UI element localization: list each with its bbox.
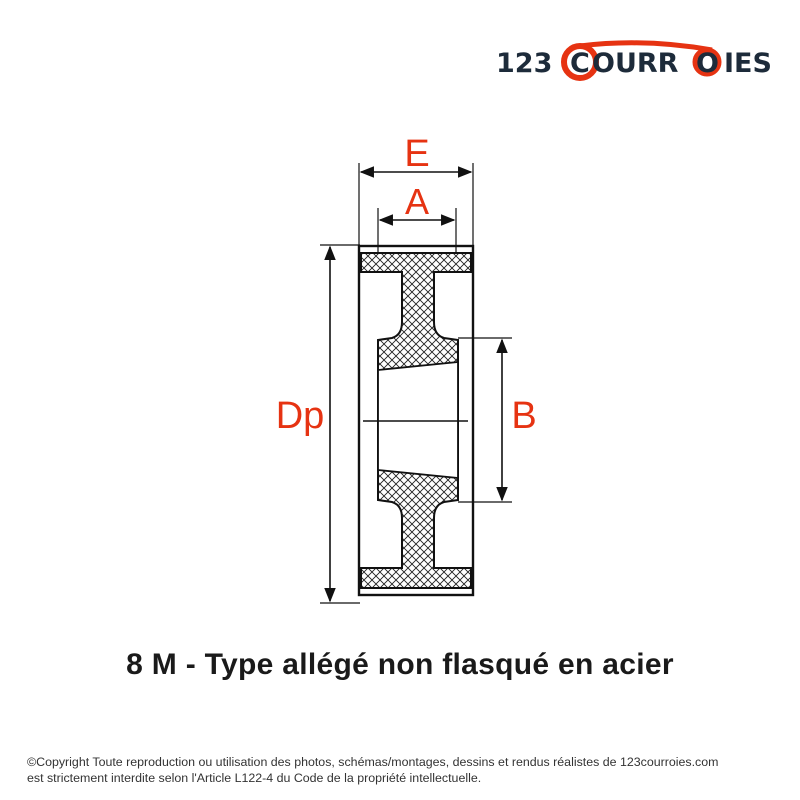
label-dp: Dp <box>276 395 325 437</box>
logo-letter-o: O <box>696 48 719 79</box>
logo-suffix: IES <box>724 48 772 79</box>
label-a: A <box>405 181 429 222</box>
brand-logo: 123 C OURR O IES <box>496 40 772 81</box>
logo-middle: OURR <box>592 48 679 79</box>
copyright-line-1: ©Copyright Toute reproduction ou utilisa… <box>27 755 719 769</box>
copyright-line-2: est strictement interdite selon l'Articl… <box>27 771 482 785</box>
logo-prefix: 123 <box>496 48 552 79</box>
product-title: 8 M - Type allégé non flasqué en acier <box>126 648 674 681</box>
logo-letter-c: C <box>570 48 590 79</box>
copyright-notice: ©Copyright Toute reproduction ou utilisa… <box>27 754 787 786</box>
logo-belt-icon <box>579 40 713 53</box>
label-b: B <box>511 395 536 437</box>
tapered-bore <box>377 361 459 479</box>
logo-o-ring-icon <box>692 47 722 77</box>
pulley-diagram: E A Dp B <box>276 133 537 604</box>
label-e: E <box>404 133 429 175</box>
